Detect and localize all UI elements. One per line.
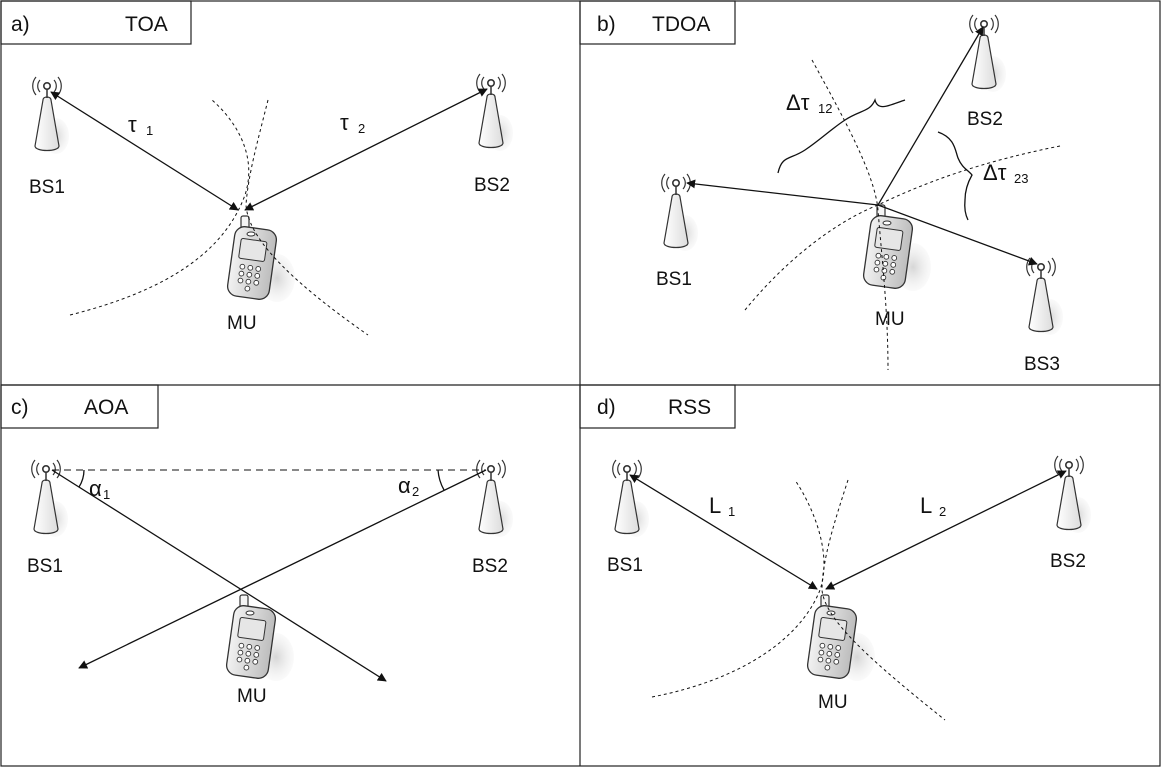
bs3-label: BS3 bbox=[1024, 354, 1060, 375]
mobile-unit-icon bbox=[225, 215, 296, 303]
panel-a-title-box bbox=[0, 0, 192, 45]
tau1-index: 1 bbox=[146, 123, 153, 138]
bs1-label: BS1 bbox=[27, 556, 63, 577]
panel-toa: a) TOA BS1 BS2 MU τ 1 τ 2 bbox=[0, 0, 514, 336]
base-station-2-icon bbox=[1053, 455, 1092, 534]
alpha1-symbol: α bbox=[89, 476, 102, 501]
toa-circle-bs1 bbox=[245, 99, 369, 336]
alpha2-symbol: α bbox=[398, 473, 411, 498]
signal-arrow-to-bs3 bbox=[877, 204, 1038, 266]
rss-circle-bs1 bbox=[821, 479, 946, 721]
base-station-1-icon bbox=[30, 459, 69, 538]
panel-d-method: RSS bbox=[668, 396, 711, 419]
signal-arrow-to-bs1 bbox=[686, 179, 879, 206]
mu-label: MU bbox=[875, 309, 905, 330]
panel-c-title-box bbox=[0, 384, 159, 429]
base-station-1-icon bbox=[611, 459, 650, 538]
panel-b-method: TDOA bbox=[652, 13, 710, 36]
tau1-symbol: τ bbox=[128, 112, 137, 137]
toa-circle-bs2 bbox=[69, 99, 250, 316]
base-station-2-icon bbox=[475, 73, 514, 152]
signal-arrow-to-bs2 bbox=[877, 26, 984, 206]
panel-c-method: AOA bbox=[84, 396, 128, 419]
dtau12-brace bbox=[777, 97, 906, 174]
base-station-3-icon bbox=[1025, 257, 1064, 336]
l1-index: 1 bbox=[728, 504, 735, 519]
bs2-label: BS2 bbox=[474, 175, 510, 196]
bearing-line-bs2 bbox=[78, 469, 487, 669]
rss-circle-bs2 bbox=[651, 479, 825, 698]
alpha1-arc bbox=[78, 469, 85, 488]
tau2-symbol: τ bbox=[340, 110, 349, 135]
tdoa-hyperbola-12 bbox=[811, 59, 889, 371]
mu-label: MU bbox=[818, 692, 848, 713]
alpha2-arc bbox=[437, 469, 445, 491]
base-station-1-icon bbox=[31, 76, 70, 155]
panel-rss: d) RSS BS1 BS2 MU L 1 L 2 bbox=[579, 384, 1092, 721]
dtau23-brace bbox=[937, 131, 973, 221]
base-station-2-icon bbox=[968, 14, 1007, 93]
l1-symbol: L bbox=[709, 493, 721, 518]
bs2-label: BS2 bbox=[1050, 551, 1086, 572]
mu-label: MU bbox=[227, 313, 257, 334]
base-station-1-icon bbox=[660, 173, 699, 252]
bs2-label: BS2 bbox=[472, 556, 508, 577]
panel-a-method: TOA bbox=[125, 13, 168, 36]
mobile-unit-icon bbox=[805, 594, 876, 682]
tau2-range-arrow bbox=[244, 88, 488, 211]
panel-d-tag: d) bbox=[597, 396, 616, 419]
bs1-label: BS1 bbox=[656, 269, 692, 290]
l1-distance-arrow bbox=[629, 474, 818, 590]
panel-a-tag: a) bbox=[11, 13, 30, 36]
mobile-unit-icon bbox=[861, 204, 932, 292]
dtau12-symbol: Δτ bbox=[786, 90, 810, 115]
l2-symbol: L bbox=[920, 493, 932, 518]
alpha1-index: 1 bbox=[103, 487, 110, 502]
bearing-line-bs1 bbox=[51, 469, 387, 682]
dtau12-index: 12 bbox=[818, 101, 832, 116]
tdoa-hyperbola-23 bbox=[744, 145, 1061, 311]
panel-tdoa: b) TDOA BS2 BS1 BS3 MU Δτ 12 Δτ 23 bbox=[579, 0, 1064, 375]
panel-b-tag: b) bbox=[597, 13, 616, 36]
l2-index: 2 bbox=[939, 504, 946, 519]
bs1-label: BS1 bbox=[29, 177, 65, 198]
tau1-range-arrow bbox=[50, 91, 239, 211]
tau2-index: 2 bbox=[358, 121, 365, 136]
l2-distance-arrow bbox=[825, 470, 1067, 590]
alpha2-index: 2 bbox=[412, 484, 419, 499]
panel-c-tag: c) bbox=[11, 396, 29, 419]
panel-d-title-box bbox=[579, 384, 736, 429]
panel-b-title-box bbox=[579, 0, 736, 45]
bs1-label: BS1 bbox=[607, 555, 643, 576]
panel-aoa: c) AOA BS1 BS2 MU α 1 α 2 bbox=[0, 384, 514, 707]
bs2-label: BS2 bbox=[967, 109, 1003, 130]
dtau23-index: 23 bbox=[1014, 171, 1028, 186]
mobile-unit-icon bbox=[224, 594, 295, 682]
dtau23-symbol: Δτ bbox=[983, 160, 1007, 185]
mu-label: MU bbox=[237, 686, 267, 707]
